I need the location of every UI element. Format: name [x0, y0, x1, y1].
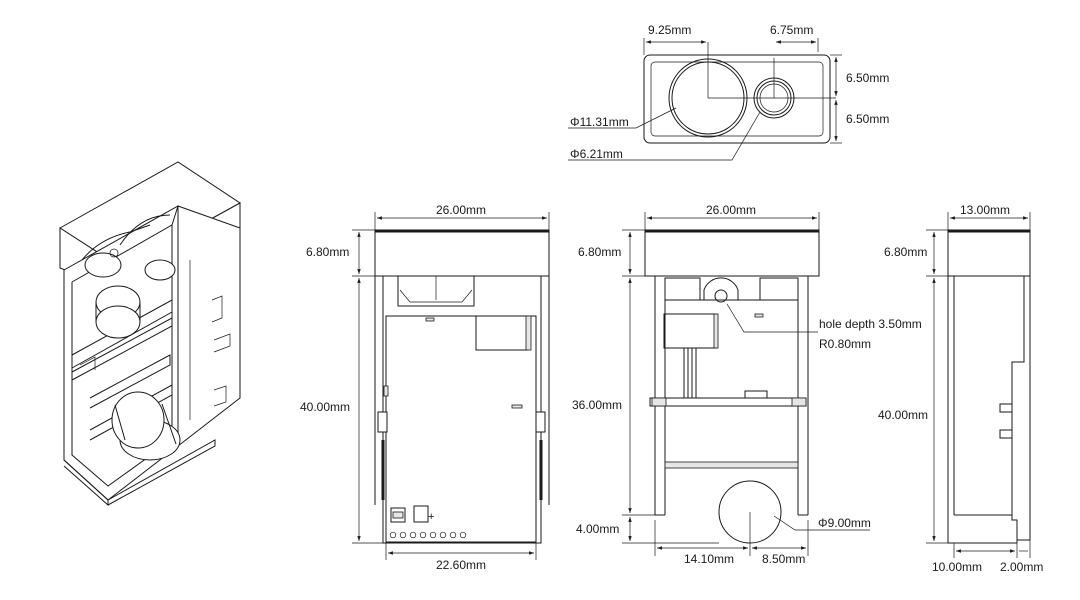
back-width: 26.00mm [706, 203, 756, 217]
side-bottom-right: 2.00mm [1000, 560, 1043, 574]
front-cap-height: 6.80mm [306, 245, 349, 259]
back-height-36: 36.00mm [572, 398, 622, 412]
back-cap-height: 6.80mm [578, 245, 621, 259]
side-view: 13.00mm 6.80mm 40.00mm 10.00mm 2.00mm [878, 203, 1043, 574]
side-width: 13.00mm [960, 203, 1010, 217]
front-view: + 26.00mm 6.80mm 40.00mm 22.60mm [300, 203, 550, 572]
svg-text:+: + [428, 511, 434, 523]
side-bottom-left: 10.00mm [932, 560, 982, 574]
side-cap-height: 6.80mm [884, 245, 927, 259]
back-height-4: 4.00mm [576, 522, 619, 536]
top-dim-height-top: 6.50mm [846, 71, 889, 85]
back-hole-depth: hole depth 3.50mm [819, 317, 922, 331]
isometric-view [59, 161, 241, 507]
side-body-height: 40.00mm [878, 408, 928, 422]
front-body-height: 40.00mm [300, 400, 350, 414]
top-view: 9.25mm 6.75mm 6.50mm 6.50mm Φ11.31mm Φ6.… [568, 23, 889, 161]
front-width: 26.00mm [436, 203, 486, 217]
back-hole-radius: R0.80mm [819, 337, 871, 351]
top-dim-height-bottom: 6.50mm [846, 112, 889, 126]
top-dia-large: Φ11.31mm [570, 115, 629, 129]
back-dia-9: Φ9.00mm [818, 516, 871, 530]
back-offset-right: 8.50mm [762, 552, 805, 566]
top-dim-right: 6.75mm [770, 23, 813, 37]
top-dim-left: 9.25mm [648, 23, 691, 37]
back-view: 26.00mm 6.80mm 36.00mm 4.00mm hole depth… [572, 203, 922, 566]
back-offset-left: 14.10mm [684, 552, 734, 566]
front-bottom-width: 22.60mm [436, 558, 486, 572]
pin-row [389, 531, 467, 539]
top-dia-small: Φ6.21mm [570, 147, 623, 161]
